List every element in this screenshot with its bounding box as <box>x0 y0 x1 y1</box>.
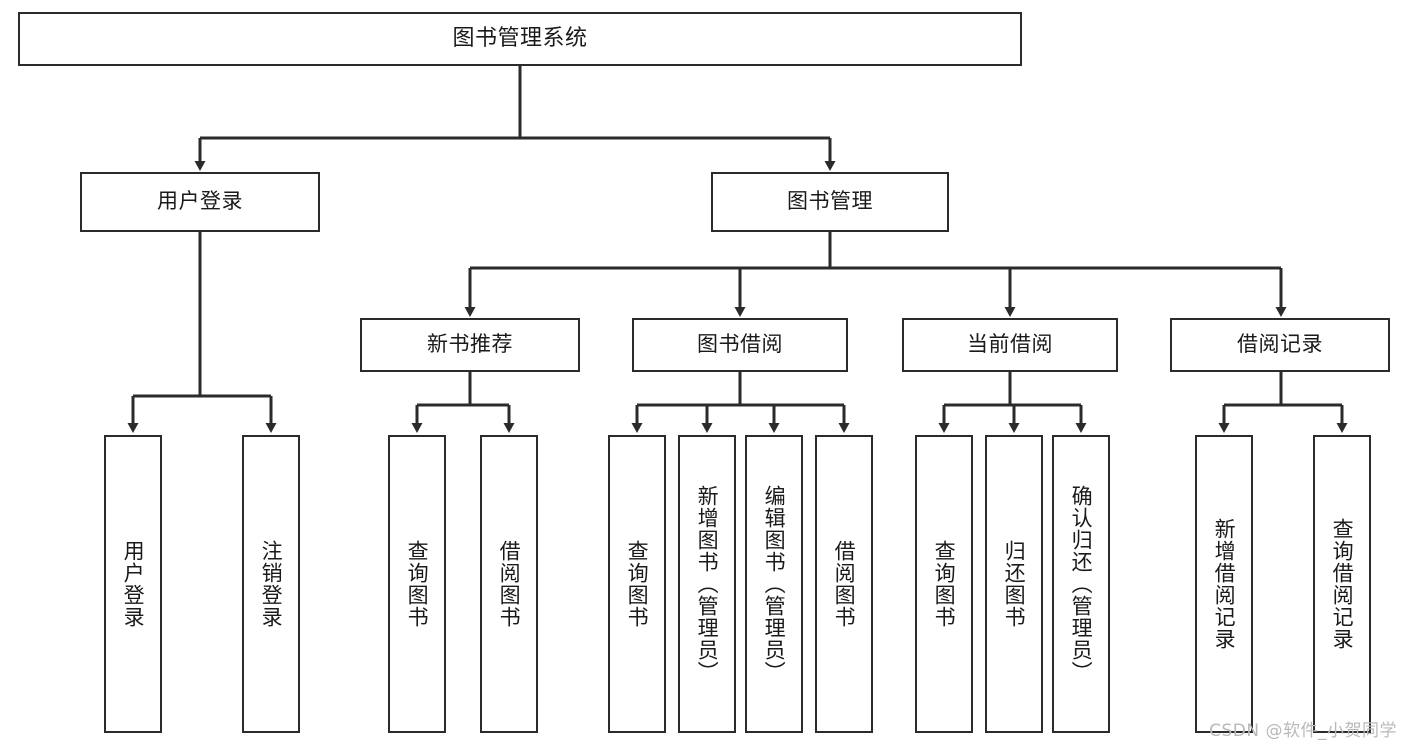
node-leaf-borrow-book-2[interactable]: 借阅图书 <box>815 435 873 733</box>
node-leaf-user-login[interactable]: 用户登录 <box>104 435 162 733</box>
node-label: 查询图书 <box>405 540 430 628</box>
node-leaf-query-book-3[interactable]: 查询图书 <box>915 435 973 733</box>
node-leaf-borrow-book-1[interactable]: 借阅图书 <box>480 435 538 733</box>
node-leaf-query-book-2[interactable]: 查询图书 <box>608 435 666 733</box>
node-label: 查询图书 <box>625 540 650 628</box>
node-label: 借阅记录 <box>1237 332 1323 357</box>
node-borrow-record[interactable]: 借阅记录 <box>1170 318 1390 372</box>
node-label: 图书管理系统 <box>452 25 588 51</box>
node-user-login[interactable]: 用户登录 <box>80 172 320 232</box>
node-new-book-recommend[interactable]: 新书推荐 <box>360 318 580 372</box>
node-label: 借阅图书 <box>497 540 522 628</box>
node-label: 图书管理 <box>787 189 873 214</box>
node-label: 新增图书（管理员） <box>695 485 720 683</box>
node-book-borrow[interactable]: 图书借阅 <box>632 318 848 372</box>
node-leaf-add-record[interactable]: 新增借阅记录 <box>1195 435 1253 733</box>
node-leaf-confirm-return[interactable]: 确认归还（管理员） <box>1052 435 1110 733</box>
node-label: 新书推荐 <box>427 332 513 357</box>
node-label: 查询借阅记录 <box>1330 518 1355 650</box>
node-label: 确认归还（管理员） <box>1069 485 1094 683</box>
node-root-system[interactable]: 图书管理系统 <box>18 12 1022 66</box>
watermark-text: CSDN @软件_小贺同学 <box>1209 721 1397 741</box>
node-leaf-query-book-1[interactable]: 查询图书 <box>388 435 446 733</box>
node-label: 注销登录 <box>259 540 284 628</box>
node-leaf-query-record[interactable]: 查询借阅记录 <box>1313 435 1371 733</box>
node-leaf-logout-login[interactable]: 注销登录 <box>242 435 300 733</box>
node-current-borrow[interactable]: 当前借阅 <box>902 318 1118 372</box>
node-label: 查询图书 <box>932 540 957 628</box>
node-leaf-add-book[interactable]: 新增图书（管理员） <box>678 435 736 733</box>
node-label: 图书借阅 <box>697 332 783 357</box>
node-label: 借阅图书 <box>832 540 857 628</box>
node-label: 编辑图书（管理员） <box>762 485 787 683</box>
node-label: 用户登录 <box>157 189 243 214</box>
node-leaf-edit-book[interactable]: 编辑图书（管理员） <box>745 435 803 733</box>
node-label: 当前借阅 <box>967 332 1053 357</box>
node-leaf-return-book[interactable]: 归还图书 <box>985 435 1043 733</box>
node-label: 新增借阅记录 <box>1212 518 1237 650</box>
node-label: 归还图书 <box>1002 540 1027 628</box>
node-book-manage[interactable]: 图书管理 <box>711 172 949 232</box>
node-label: 用户登录 <box>121 540 146 628</box>
